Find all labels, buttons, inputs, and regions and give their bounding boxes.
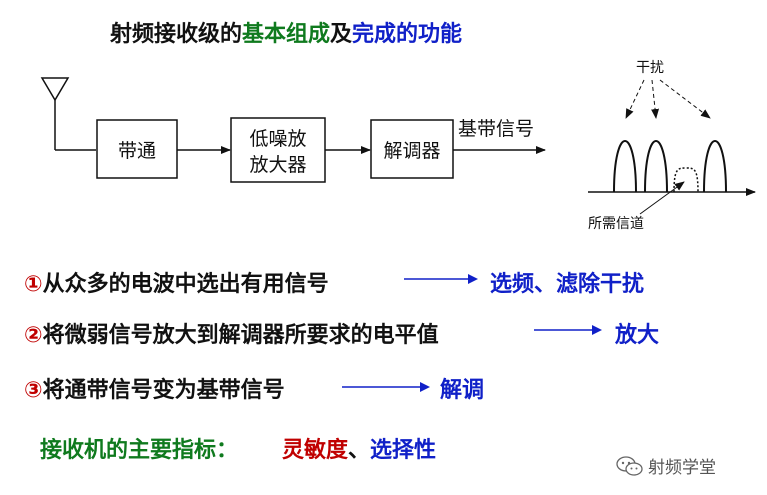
desired-channel-pointer: [639, 181, 685, 215]
indicator-sensitivity: 灵敏度: [282, 438, 349, 463]
interference-peak-2: [644, 140, 668, 193]
interference-peak-3: [703, 140, 727, 193]
interference-pointer-3: [659, 79, 711, 119]
antenna-icon: [40, 77, 96, 151]
title-part-1: 射频接收级的: [110, 22, 243, 47]
function-text: 从众多的电波中选出有用信号: [42, 272, 329, 297]
title-part-4: 完成的功能: [352, 22, 463, 47]
main-indicators: 接收机的主要指标： 灵敏度、选择性: [40, 432, 436, 464]
indicator-selectivity: 选择性: [370, 438, 437, 463]
function-result-1: 选频、滤除干扰: [490, 272, 645, 297]
function-number: ②: [24, 323, 43, 348]
bandpass-block: [96, 119, 178, 179]
watermark-text: 射频学堂: [648, 458, 716, 478]
function-item-1: ①从众多的电波中选出有用信号: [24, 266, 329, 298]
interference-pointer-1: [625, 79, 645, 119]
wechat-icon: [616, 455, 643, 476]
demodulator-block: [370, 119, 454, 179]
function-text: 将通带信号变为基带信号: [42, 378, 285, 403]
function-arrow-1: [404, 274, 478, 284]
page-title: 射频接收级的基本组成及完成的功能: [110, 16, 462, 48]
function-number: ③: [24, 378, 43, 403]
interference-peak-1: [613, 140, 637, 193]
baseband-output-label: 基带信号: [458, 118, 534, 140]
function-item-2: ②将微弱信号放大到解调器所要求的电平值: [24, 317, 439, 349]
receiver-block-diagram: 带通 低噪放 放大器 解调器 基带信号 干扰 所需信道: [40, 60, 756, 232]
function-text: 将微弱信号放大到解调器所要求的电平值: [42, 323, 439, 348]
function-result-3: 解调: [440, 378, 485, 403]
function-arrow-3: [342, 382, 430, 392]
desired-channel-label: 所需信道: [588, 216, 644, 232]
title-part-2: 基本组成: [242, 22, 331, 47]
desired-channel-signal: [673, 167, 699, 193]
function-arrow-2: [534, 325, 602, 335]
bandpass-label: 带通: [118, 140, 156, 162]
function-number: ①: [24, 272, 43, 297]
lna-label-line-1: 低噪放: [249, 128, 306, 150]
watermark: 射频学堂: [616, 453, 716, 478]
indicator-separator: 、: [348, 438, 371, 463]
title-part-3: 及: [330, 22, 353, 47]
function-result-2: 放大: [615, 323, 660, 348]
demodulator-label: 解调器: [383, 140, 440, 162]
lna-label-line-2: 放大器: [249, 154, 306, 176]
interference-label: 干扰: [636, 60, 664, 76]
interference-pointer-2: [651, 79, 660, 119]
function-item-3: ③将通带信号变为基带信号: [24, 372, 285, 404]
indicators-label: 接收机的主要指标：: [40, 438, 239, 463]
